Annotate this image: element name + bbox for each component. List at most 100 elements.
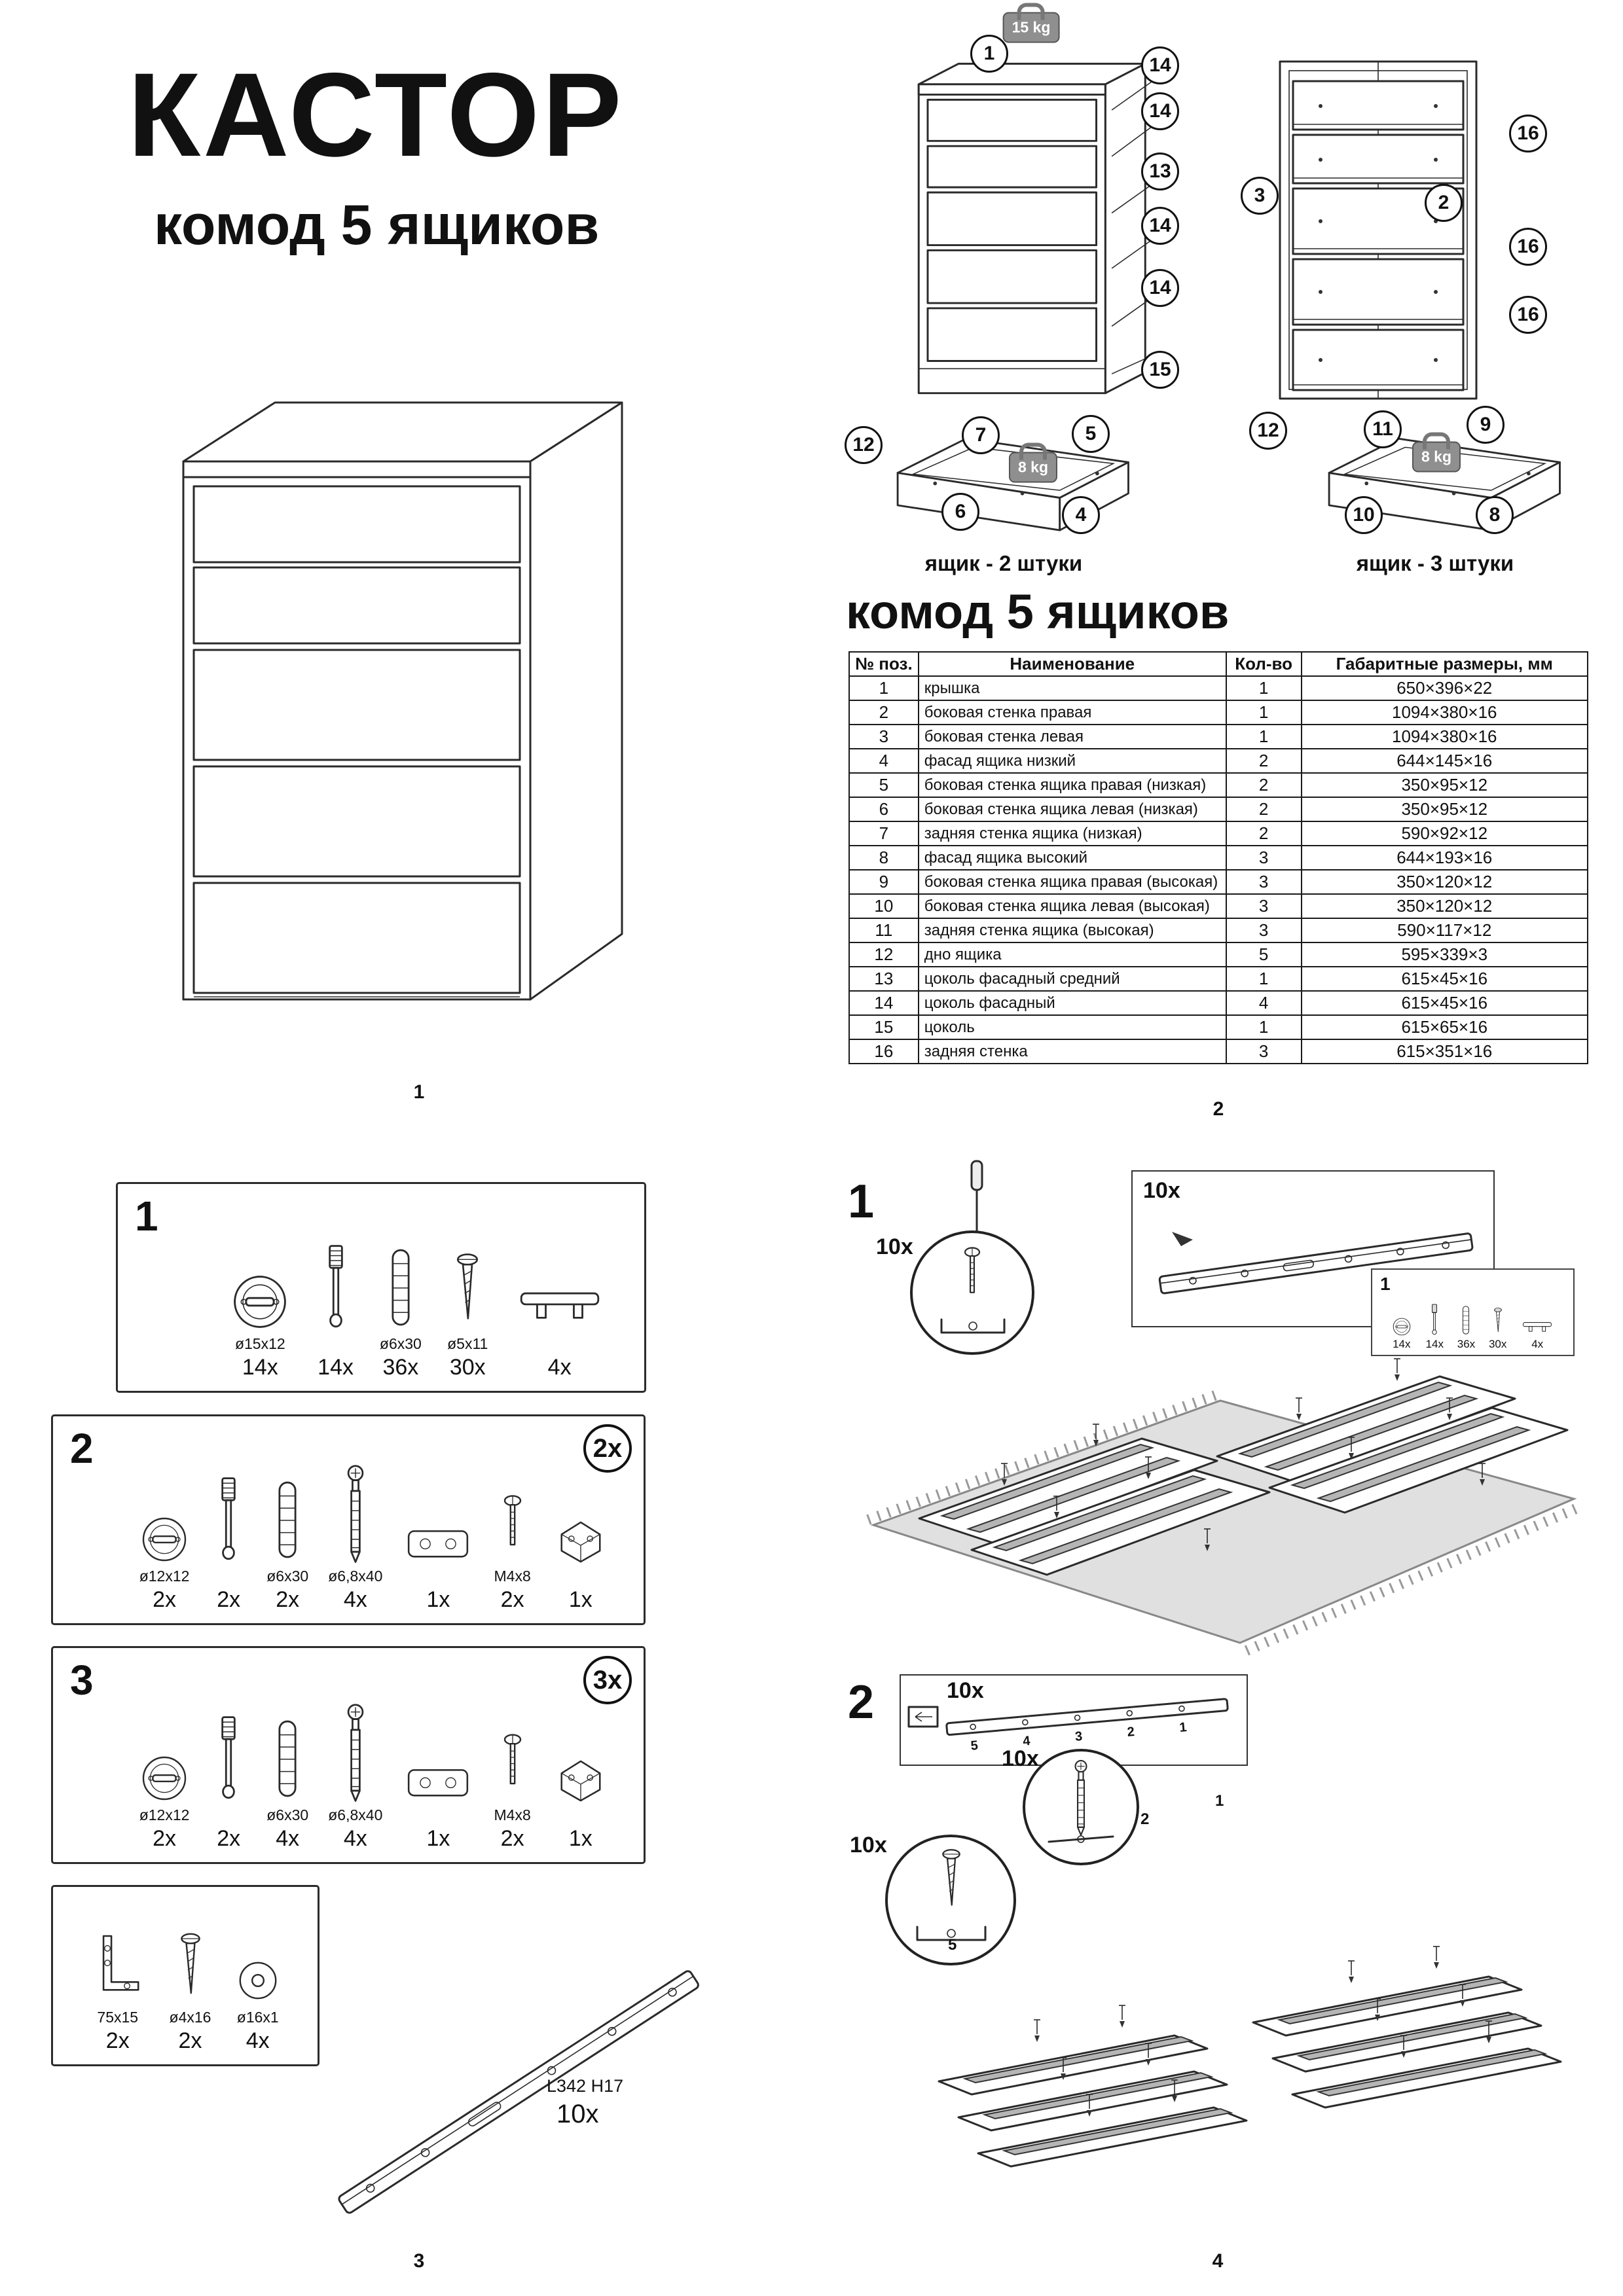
- plastic-foot-icon: [514, 1272, 606, 1334]
- part-name: задняя стенка ящика (высокая): [917, 918, 1227, 943]
- part-quantity: 2: [1225, 772, 1302, 798]
- part-dimensions: 350×120×12: [1300, 869, 1588, 895]
- callout-drawer-side-right-low: 5: [1072, 415, 1110, 453]
- item-size: M4x8: [494, 1568, 531, 1585]
- parts-table-row: 16 задняя стенка 3 615×351×16: [848, 1039, 1588, 1064]
- rail-order-drawing: 5 4 3 2 1: [907, 1698, 1229, 1753]
- kit-4-items: 75x15 2x ø4x16 2x ø16x1 4x: [66, 1928, 304, 2054]
- hardware-item: 1x: [551, 1750, 611, 1852]
- parts-table-row: 8 фасад ящика высокий 3 644×193×16: [848, 845, 1588, 870]
- step-2-part-ref: 2: [1140, 1810, 1150, 1828]
- hardware-kit-1: 1 ø15x12 14x 14x ø6x30 36x ø5x11 30x: [116, 1182, 646, 1393]
- callout-drawer-side-right-high: 9: [1467, 406, 1504, 444]
- part-name: цоколь фасадный средний: [917, 966, 1227, 992]
- hardware-item: 14x: [1391, 1316, 1412, 1351]
- part-position: 3: [848, 724, 919, 749]
- callout-drawer-side-left-high: 10: [1345, 496, 1383, 534]
- hardware-item: ø12x12 2x: [138, 1752, 191, 1852]
- hardware-item: ø6x30 4x: [266, 1713, 308, 1852]
- callout-back-panel-3: 16: [1509, 296, 1547, 334]
- hardware-item: ø6x30 36x: [380, 1242, 422, 1380]
- step-2-confirmat-count: 10x: [1002, 1746, 1039, 1771]
- part-name: дно ящика: [917, 942, 1227, 967]
- item-size: ø12x12: [139, 1806, 190, 1823]
- hardware-item: 14x: [318, 1242, 354, 1380]
- rail-count-label: 10x: [556, 2100, 599, 2128]
- part-position: 13: [848, 966, 919, 992]
- kit-3-multiplier: 3x: [583, 1656, 632, 1704]
- callout-middle-plinth: 13: [1141, 152, 1179, 190]
- callout-plinth-strip-3: 14: [1141, 207, 1179, 245]
- parts-table-row: 6 боковая стенка ящика левая (низкая) 2 …: [848, 797, 1588, 822]
- hardware-item: ø15x12 14x: [228, 1270, 291, 1380]
- rail-hole-number: 2: [1127, 1725, 1135, 1740]
- item-count: 2x: [500, 1587, 524, 1612]
- item-count: 2x: [153, 1826, 177, 1851]
- step-2-part-ref: 1: [1215, 1792, 1224, 1810]
- step-1-screw-detail: [910, 1230, 1034, 1355]
- part-dimensions: 650×396×22: [1300, 675, 1588, 701]
- part-position: 12: [848, 942, 919, 967]
- parts-table-row: 7 задняя стенка ящика (низкая) 2 590×92×…: [848, 821, 1588, 846]
- confirmat-detail-drawing: [1048, 1759, 1114, 1843]
- part-name: цоколь: [917, 1014, 1227, 1040]
- part-dimensions: 644×193×16: [1300, 845, 1588, 870]
- part-name: боковая стенка ящика правая (низкая): [917, 772, 1227, 798]
- hardware-item: 36x: [1457, 1303, 1475, 1351]
- callout-plinth-strip-1: 14: [1141, 46, 1179, 84]
- item-count: 4x: [1531, 1338, 1544, 1350]
- part-name: крышка: [917, 675, 1227, 701]
- item-count: 14x: [1425, 1338, 1444, 1350]
- step-2-confirmat-detail: [1023, 1749, 1139, 1865]
- callout-drawer-bottom-high: 12: [1249, 412, 1287, 450]
- item-count: 2x: [105, 2028, 130, 2053]
- parts-table-row: 5 боковая стенка ящика правая (низкая) 2…: [848, 772, 1588, 798]
- screw-detail-drawing: [916, 1848, 986, 1941]
- hardware-item: 4x: [1520, 1315, 1554, 1351]
- parts-table-row: 2 боковая стенка правая 1 1094×380×16: [848, 700, 1588, 725]
- part-position: 2: [848, 700, 919, 725]
- screwdriver-icon: [970, 1160, 983, 1238]
- callout-drawer-back-high: 11: [1364, 410, 1402, 448]
- step-1-kit-reference: 1 14x 14x 36x 30x 4x: [1371, 1268, 1575, 1356]
- step-2-screw-detail: [885, 1835, 1016, 1965]
- mounting-plate-icon: [402, 1520, 474, 1566]
- part-name: цоколь фасадный: [917, 990, 1227, 1016]
- parts-table-header: № поз. Наименование Кол-во Габаритные ра…: [848, 651, 1588, 677]
- part-quantity: 2: [1225, 821, 1302, 846]
- callout-drawer-back-low: 7: [962, 416, 1000, 454]
- item-size: ø16x1: [236, 2009, 279, 2026]
- col-quantity: Кол-во: [1225, 651, 1302, 677]
- item-size: ø15x12: [234, 1335, 285, 1352]
- part-dimensions: 615×45×16: [1300, 990, 1588, 1016]
- part-position: 1: [848, 675, 919, 701]
- corner-block-icon: [551, 1511, 611, 1566]
- part-quantity: 2: [1225, 748, 1302, 774]
- hardware-item: ø6,8x40 4x: [328, 1703, 382, 1852]
- callout-back-panel-2: 16: [1509, 228, 1547, 266]
- part-name: фасад ящика высокий: [917, 845, 1227, 870]
- quadrant-page-number-4: 4: [1212, 2250, 1224, 2272]
- corner-block-icon: [551, 1750, 611, 1805]
- max-load-badge: 15 kg: [1002, 12, 1060, 43]
- part-quantity: 3: [1225, 918, 1302, 943]
- step-2-assembly-diagram: [938, 1946, 1562, 2168]
- step-1-number: 1: [848, 1175, 875, 1228]
- item-count: 2x: [500, 1826, 524, 1851]
- parts-table-row: 15 цоколь 1 615×65×16: [848, 1014, 1588, 1040]
- part-dimensions: 615×351×16: [1300, 1039, 1588, 1064]
- parts-table-row: 12 дно ящика 5 595×339×3: [848, 942, 1588, 967]
- step-2-part-ref: 5: [948, 1936, 957, 1954]
- callout-right-side: 2: [1425, 184, 1463, 222]
- parts-table-row: 13 цоколь фасадный средний 1 615×45×16: [848, 966, 1588, 992]
- kit-2-number: 2: [70, 1425, 94, 1472]
- callout-plinth-strip-2: 14: [1141, 92, 1179, 130]
- drawer-low-caption: ящик - 2 штуки: [924, 551, 1083, 575]
- part-position: 9: [848, 869, 919, 895]
- part-name: боковая стенка правая: [917, 700, 1227, 725]
- drawer-low-view: 8 kg 12 7 5 6 4: [845, 414, 1151, 545]
- item-size: ø5x11: [447, 1335, 488, 1352]
- part-quantity: 3: [1225, 869, 1302, 895]
- hardware-item: 1x: [402, 1759, 474, 1852]
